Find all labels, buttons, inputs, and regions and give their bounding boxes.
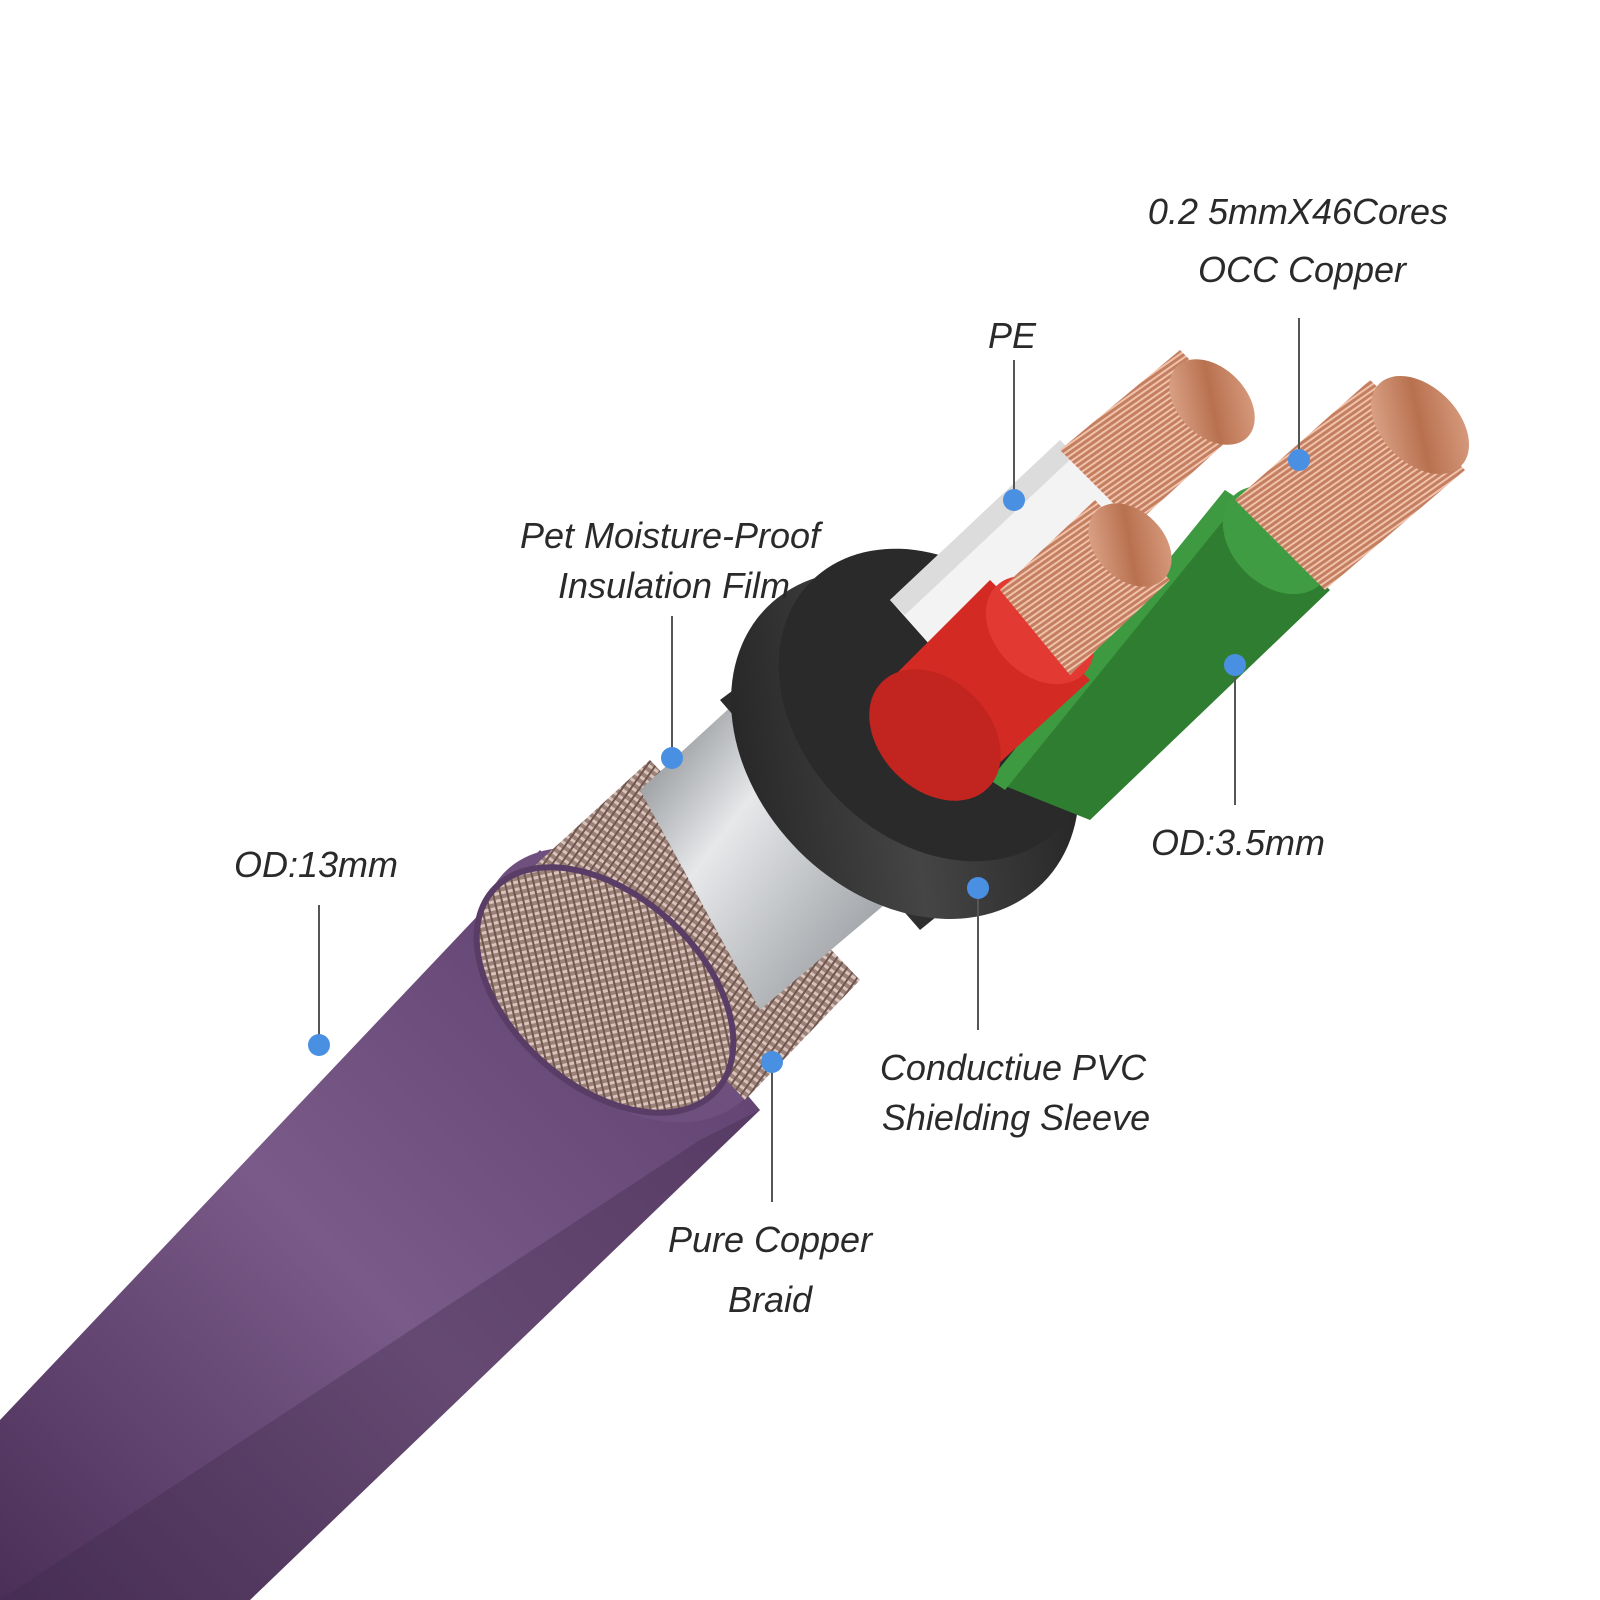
marker-cores: [1288, 449, 1310, 471]
label-cores-line1: 0.2 5mmX46Cores: [1147, 191, 1449, 232]
core-green: [990, 375, 1470, 820]
label-braid-line1: Pure Copper: [667, 1219, 873, 1260]
label-od-core: OD:3.5mm: [1150, 822, 1326, 863]
label-od-outer: OD:13mm: [233, 844, 399, 885]
label-cores-line2: OCC Copper: [1197, 249, 1407, 290]
core-red: [869, 500, 1172, 801]
marker-braid: [761, 1051, 783, 1073]
marker-shield: [967, 877, 989, 899]
copper-braid: [473, 760, 860, 1116]
label-film-line1: Pet Moisture-Proof: [519, 515, 821, 556]
leader-lines: [318, 318, 1300, 1202]
marker-od-outer: [308, 1034, 330, 1056]
marker-dots: [308, 449, 1310, 1073]
label-pe: PE: [987, 315, 1037, 356]
marker-pe: [1003, 489, 1025, 511]
pet-insulation-film: [640, 680, 890, 1010]
label-shield-line1: Conductiue PVC: [879, 1047, 1147, 1088]
label-film-line2: Insulation Film: [557, 565, 791, 606]
marker-od-core: [1224, 654, 1246, 676]
label-shield-line2: Shielding Sleeve: [881, 1097, 1151, 1138]
marker-film: [661, 747, 683, 769]
label-braid-line2: Braid: [727, 1279, 813, 1320]
